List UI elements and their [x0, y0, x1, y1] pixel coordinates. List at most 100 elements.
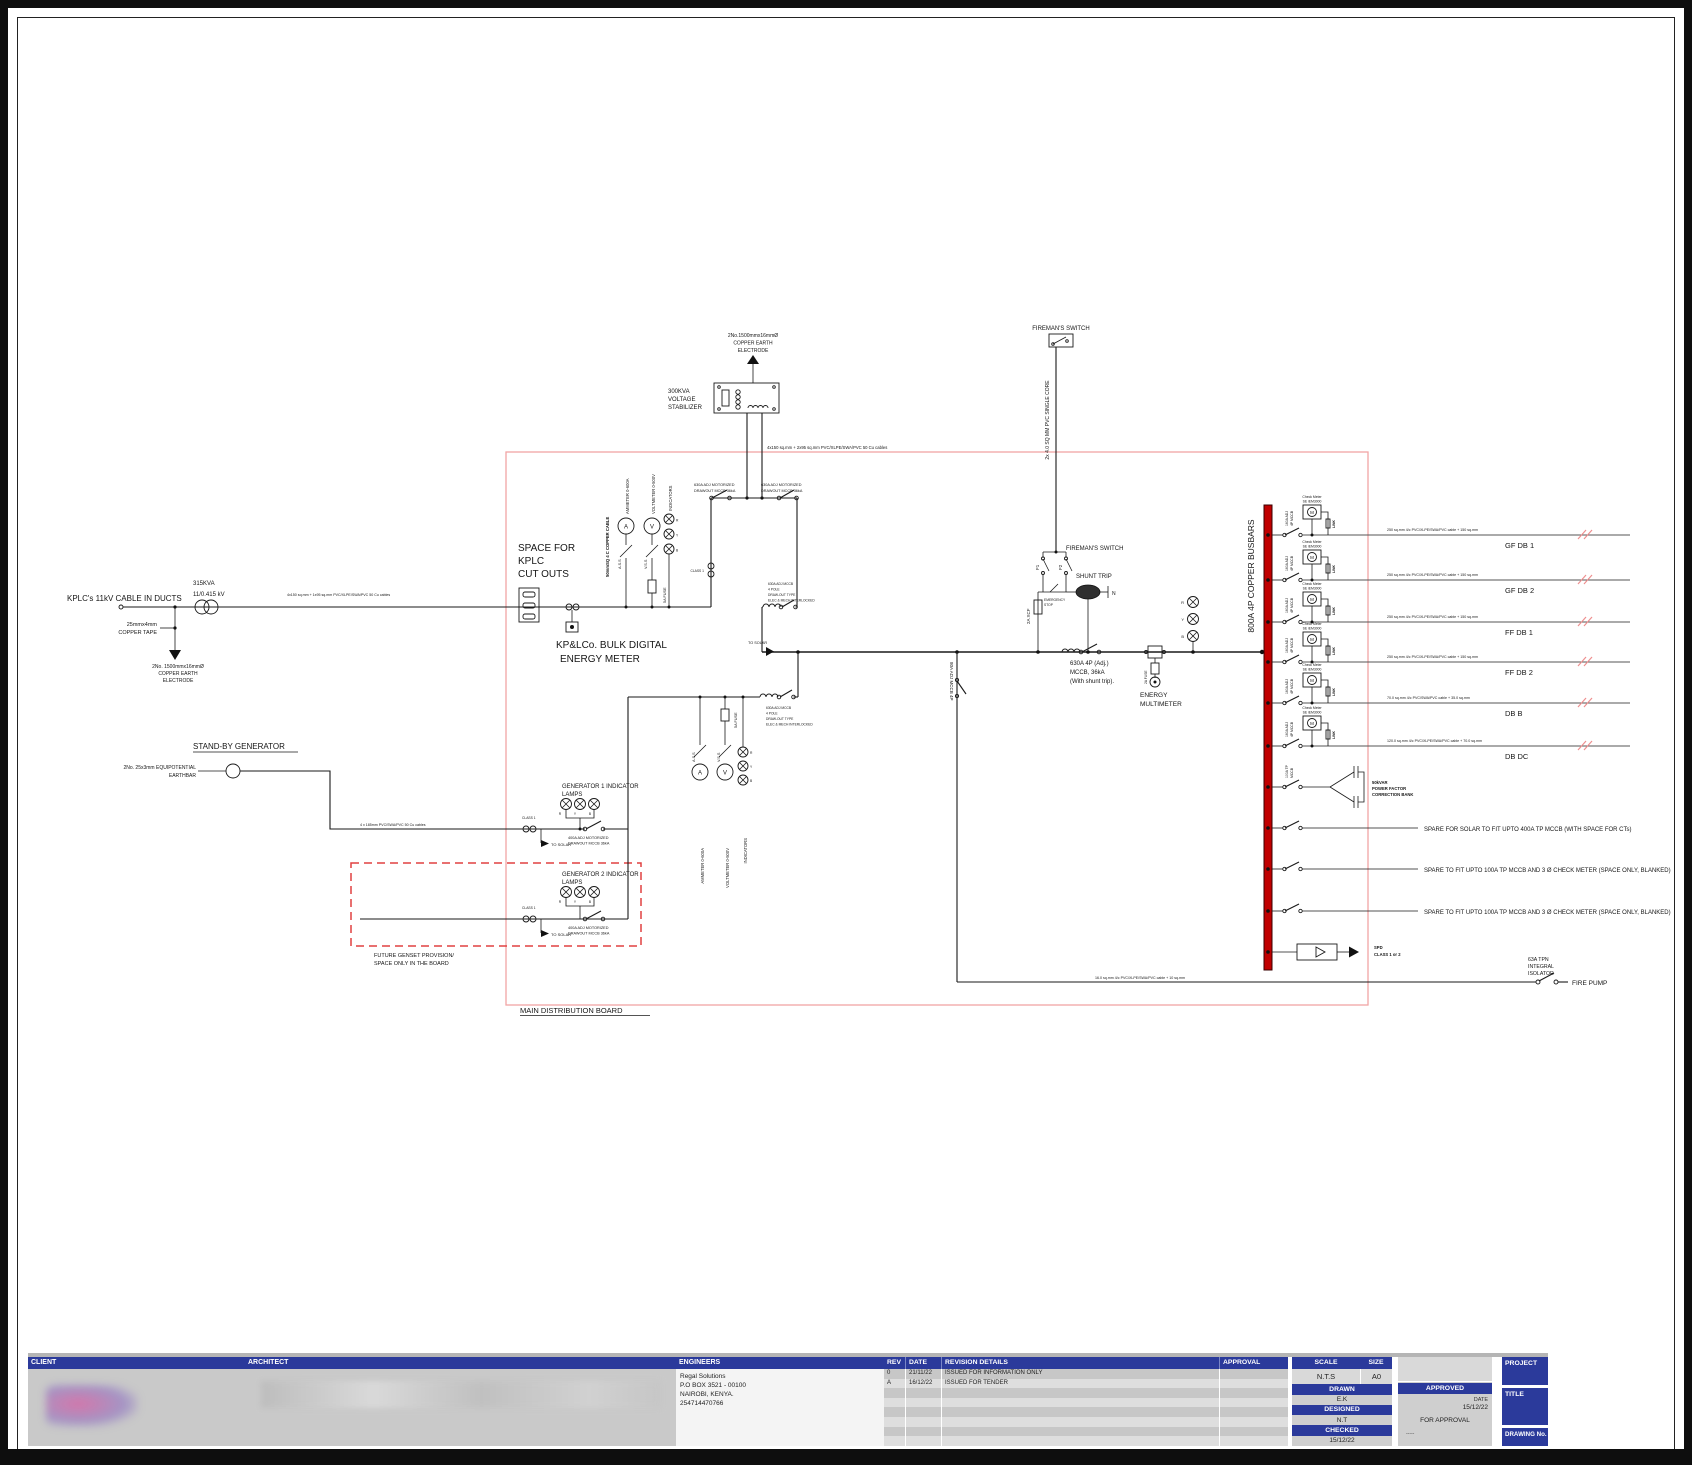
pfc-label: 50kVAR: [1372, 780, 1388, 785]
emergency-stop-icon: [1049, 583, 1059, 593]
fuse-icon: [720, 708, 730, 722]
approved-block: APPROVED DATE 15/12/22 FOR APPROVAL ----…: [1398, 1357, 1492, 1446]
svg-text:LINK: LINK: [1332, 731, 1336, 739]
svg-text:Check Meter: Check Meter: [1302, 495, 1322, 499]
svg-text:ELECTRODE: ELECTRODE: [738, 348, 769, 354]
svg-text:MCCB, 36kA: MCCB, 36kA: [1070, 670, 1105, 676]
fuse-icon: [1150, 662, 1160, 675]
main-mccb-label: 630A 4P (Adj.): [1070, 661, 1109, 667]
svg-text:M: M: [1310, 721, 1314, 726]
ct-icon: [522, 825, 530, 833]
svg-text:TO SOLAR: TO SOLAR: [551, 842, 571, 847]
firemans-switch-top-label: FIREMAN'S SWITCH: [1032, 326, 1089, 332]
spare-label: SPARE FOR SOLAR TO FIT UPTO 400A TP MCCB…: [1424, 827, 1631, 833]
ammeter-label: AMMETER 0-600A: [625, 478, 630, 514]
isolator-label: 63A TPN: [1528, 957, 1549, 963]
svg-text:M: M: [1310, 637, 1314, 642]
client-header: CLIENT: [28, 1357, 245, 1369]
svg-text:R: R: [559, 900, 562, 904]
svg-text:LAMPS: LAMPS: [562, 880, 582, 886]
feeder-dest-label: GF DB 2: [1505, 586, 1534, 595]
breaker-blade-icon: [956, 680, 967, 695]
breaker-blade-icon: [1284, 779, 1300, 788]
svg-text:4P MCCB: 4P MCCB: [1290, 510, 1294, 526]
fuse-icon: [522, 602, 536, 609]
svg-text:Check Meter: Check Meter: [1302, 540, 1322, 544]
bulk-meter-label: KP&LCo. BULK DIGITAL: [556, 640, 667, 651]
drawout-coil-icon: [762, 603, 782, 608]
drawout-coil-icon: [759, 693, 779, 698]
revision-row: A 16/12/22 ISSUED FOR TENDER: [884, 1378, 1288, 1389]
size-value: A0: [1360, 1369, 1392, 1384]
svg-text:CLASS 1: CLASS 1: [522, 816, 536, 820]
svg-text:DRAWOUT MCCB 36kA: DRAWOUT MCCB 36kA: [761, 489, 803, 493]
svg-text:M: M: [1310, 678, 1314, 683]
designed-value: N.T: [1292, 1415, 1392, 1425]
svg-text:MCCB: MCCB: [1290, 767, 1294, 778]
svg-text:ELEC & MECH INTERLOCKED: ELEC & MECH INTERLOCKED: [766, 723, 813, 727]
svg-text:M: M: [1310, 510, 1314, 515]
breaker-blade-icon: [585, 910, 602, 920]
title-block: CLIENT ARCHITECT ENGINEERS Regal Solutio…: [28, 1353, 1548, 1450]
incoming-cable-label: 4x150 sq.mm + 1x95 sq.mm PVC/XLPE/SWA/PV…: [287, 593, 390, 597]
busbar-label: 800A 4P COPPER BUSBARS: [1246, 519, 1256, 633]
svg-text:COPPER EARTH: COPPER EARTH: [733, 341, 773, 347]
svg-text:F1: F1: [1035, 564, 1040, 570]
svg-text:Y: Y: [574, 900, 577, 904]
feeder-dest-label: GF DB 1: [1505, 541, 1534, 550]
breaker-blade-icon: [1284, 654, 1300, 663]
checked-value: 15/12/22: [1292, 1435, 1392, 1446]
checked-header: CHECKED: [1292, 1425, 1392, 1436]
svg-text:COPPER TAPE: COPPER TAPE: [118, 630, 157, 636]
revision-row-empty: [884, 1416, 1288, 1427]
feeder-row: 160A ADJ 4P MCCB M Check Meter SE iEM300…: [1266, 540, 1630, 595]
breaker-blade-icon: [1284, 527, 1300, 536]
feeder-cable-label: 250 sq.mm 4/c PVC/XLPE/SWA/PVC cable + 1…: [1387, 528, 1478, 532]
drawing-no-label: DRAWING No.: [1502, 1428, 1548, 1446]
interlock-mccb-label: 630A ADJ MCCB: [768, 582, 794, 586]
fuse-icon: [1033, 599, 1043, 615]
feeder-cable-label: 70.0 sq.mm 4/c PVC/SWA/PVC cable + 35.0 …: [1387, 696, 1470, 700]
kplc-duct-label: KPLC's 11kV CABLE IN DUCTS: [67, 594, 182, 603]
svg-text:4P MCCB: 4P MCCB: [1290, 637, 1294, 653]
ct-icon: [522, 915, 530, 923]
feeder-dest-label: DB B: [1505, 709, 1523, 718]
svg-text:2A FUSE: 2A FUSE: [1144, 670, 1148, 684]
spare-label: SPARE TO FIT UPTO 100A TP MCCB AND 3 Ø C…: [1424, 868, 1671, 874]
breaker-blade-icon: [779, 689, 793, 698]
feeder-row: 160A ADJ 4P MCCB M Check Meter SE iEM300…: [1266, 622, 1630, 677]
svg-text:ISOLATOR: ISOLATOR: [1528, 971, 1554, 977]
selector-switch-icon: [718, 744, 732, 758]
gen1-lamps-label: GENERATOR 1 INDICATOR: [562, 784, 639, 790]
mdb-outline: [505, 451, 1369, 1006]
link-icon: [1325, 563, 1331, 574]
svg-text:4 POLE: 4 POLE: [766, 712, 778, 716]
pfc-row: 100A TP MCCB 50kVAR POWER FACTOR CORRECT…: [1266, 764, 1413, 808]
approved-date-header: DATE: [1473, 1397, 1488, 1403]
approved-mark: -----: [1406, 1431, 1415, 1437]
designed-header: DESIGNED: [1292, 1404, 1392, 1415]
svg-text:ELECTRODE: ELECTRODE: [163, 678, 194, 684]
standby-generator-label: STAND-BY GENERATOR: [193, 742, 285, 751]
meter-icon: [1149, 676, 1161, 688]
generator-section: STAND-BY GENERATOR 2No. 25x3mm EQUIPOTEN…: [123, 652, 813, 937]
indicator-lamps-icon: [560, 886, 600, 898]
approved-date: 15/12/22: [1462, 1404, 1488, 1411]
feeder-cable-label: 250 sq.mm 4/c PVC/XLPE/SWA/PVC cable + 1…: [1387, 615, 1478, 619]
svg-text:4 POLE: 4 POLE: [768, 588, 780, 592]
fireman-cable-label: 2x 4.0 SQ MM PVC SINGLE CORE: [1045, 380, 1051, 460]
svg-text:A: A: [698, 771, 702, 777]
gen-cable-label: 4 x 185mm PVC/SWA/PVC 50 Cu cables: [360, 823, 426, 827]
architect-section: ARCHITECT: [245, 1357, 676, 1446]
selector-switch-icon: [693, 744, 707, 758]
svg-text:LINK: LINK: [1332, 565, 1336, 573]
svg-text:KPLC: KPLC: [518, 556, 544, 567]
main-bus: TO SOLAR: [748, 641, 1265, 656]
svg-text:ELEC & MECH INTERLOCKED: ELEC & MECH INTERLOCKED: [768, 599, 815, 603]
svg-text:Y: Y: [1181, 617, 1184, 622]
breaker-blade-icon: [781, 599, 795, 608]
svg-text:ENERGY METER: ENERGY METER: [560, 654, 640, 665]
svg-text:B: B: [589, 900, 592, 904]
